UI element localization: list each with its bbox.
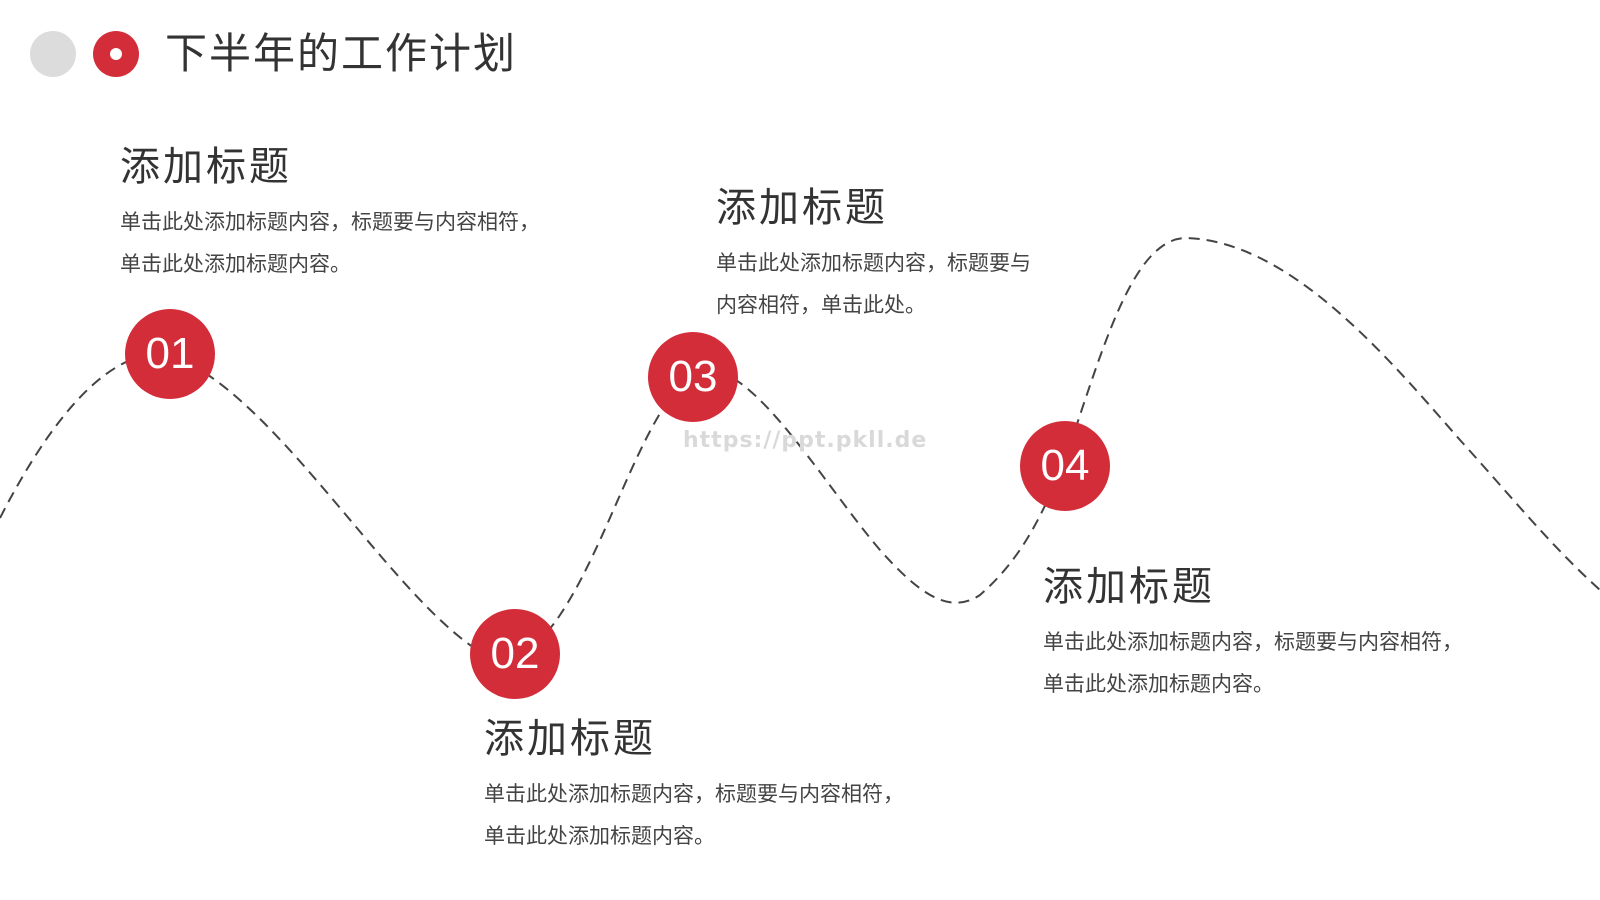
milestone-card-04: 添加标题 单击此处添加标题内容，标题要与内容相符，单击此处添加标题内容。 bbox=[1043, 563, 1473, 705]
grey-circle-icon bbox=[30, 31, 76, 77]
page-title: 下半年的工作计划 bbox=[165, 29, 518, 78]
milestone-card-03: 添加标题 单击此处添加标题内容，标题要与内容相符，单击此处。 bbox=[716, 184, 1051, 326]
card-title: 添加标题 bbox=[716, 185, 888, 231]
card-title: 添加标题 bbox=[484, 716, 656, 762]
wave-path bbox=[0, 236, 1600, 658]
card-body: 单击此处添加标题内容，标题要与内容相符，单击此处添加标题内容。 bbox=[484, 782, 904, 848]
card-title: 添加标题 bbox=[120, 144, 292, 190]
red-ring-icon bbox=[93, 31, 139, 77]
card-body: 单击此处添加标题内容，标题要与内容相符，单击此处添加标题内容。 bbox=[120, 210, 540, 276]
card-body: 单击此处添加标题内容，标题要与内容相符，单击此处。 bbox=[716, 251, 1031, 317]
ring-center bbox=[110, 48, 122, 60]
milestone-badge-01: 01 bbox=[125, 309, 215, 399]
watermark: https://ppt.pkll.de bbox=[683, 428, 928, 453]
milestone-card-02: 添加标题 单击此处添加标题内容，标题要与内容相符，单击此处添加标题内容。 bbox=[484, 715, 914, 857]
milestone-badge-03: 03 bbox=[648, 332, 738, 422]
card-body: 单击此处添加标题内容，标题要与内容相符，单击此处添加标题内容。 bbox=[1043, 630, 1463, 696]
card-title: 添加标题 bbox=[1043, 564, 1215, 610]
milestone-badge-02: 02 bbox=[470, 609, 560, 699]
milestone-card-01: 添加标题 单击此处添加标题内容，标题要与内容相符，单击此处添加标题内容。 bbox=[120, 143, 550, 285]
milestone-badge-04: 04 bbox=[1020, 421, 1110, 511]
